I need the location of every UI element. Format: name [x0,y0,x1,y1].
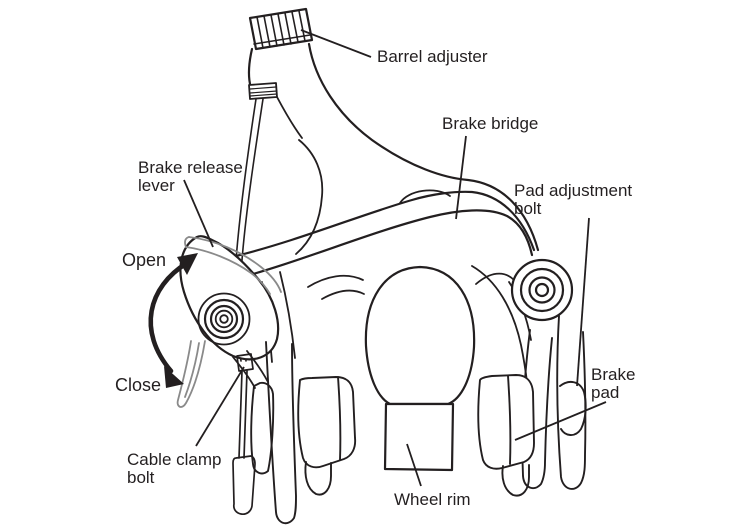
cable-clamp-bolt-leader-line [195,366,245,447]
close-arrowhead-icon [164,366,184,388]
cable-clamp-bolt-drawing [232,353,256,516]
barrel-adjuster-drawing [248,7,314,51]
left-pivot-bolt-drawing [179,235,280,361]
brake-bridge-leader-line [455,135,467,220]
open-label: Open [122,250,166,270]
brake-pad-label-line1: Brake [591,365,635,384]
wheel-rim-drawing [383,402,455,472]
right-pivot-bolt-drawing [510,258,574,322]
open-close-arrow [148,253,198,388]
brake-bridge-label: Brake bridge [442,114,538,133]
open-arrowhead-icon [177,253,198,275]
pad-adjustment-bolt-label-line2: bolt [514,199,542,218]
cable-clamp-bolt-label-line1: Cable clamp [127,450,222,469]
wheel-rim-label: Wheel rim [394,490,471,509]
barrel-adjuster-label: Barrel adjuster [377,47,488,66]
cable-clamp-bolt-label-line2: bolt [127,468,155,487]
brake-bridge-drawing [233,189,536,281]
brake-pad-label-line2: pad [591,383,619,402]
brake-release-lever-label-line2: lever [138,176,175,195]
left-pad-assembly-drawing [250,341,357,525]
brake-pad-leader-line [514,401,607,441]
pad-adjustment-bolt-leader-line [576,217,590,387]
barrel-adjuster-leader-line [300,29,372,58]
brake-release-lever-leader-line [183,179,214,248]
adjuster-stem-drawing [247,47,303,139]
wheel-rim-leader-line [406,443,422,487]
caliper-body-drawing [295,42,540,255]
tire-drawing [364,265,476,406]
close-label: Close [115,375,161,395]
brake-release-lever-label-line1: Brake release [138,158,243,177]
brake-pad-drawing [477,374,535,497]
pad-adjustment-bolt-label-line1: Pad adjustment [514,181,632,200]
